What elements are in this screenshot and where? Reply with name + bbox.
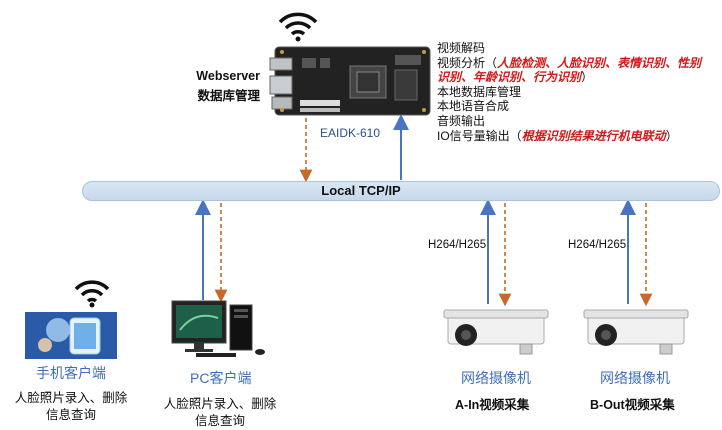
camera-b-desc: B-Out视频采集 [590,398,675,412]
server-left-label-1: Webserver [196,69,260,83]
network-bus [82,181,720,201]
feature-item: 视频解码 [437,41,486,55]
phone-client-desc: 人脸照片录入、删除 信息查询 [14,391,128,422]
camera-a-image [443,309,549,355]
pc-client-image [171,300,265,357]
wifi-icon-server [278,12,318,42]
camera-b-image [583,309,689,355]
camera-a-desc: A-In视频采集 [455,398,530,412]
camera-b-title: 网络摄像机 [600,370,670,386]
bus-label: Local TCP/IP [321,183,401,198]
server-left-label-2: 数据库管理 [197,89,260,103]
feature-item: 识别、年龄识别、行为识别） [437,70,594,85]
feature-item: 本地语音合成 [437,99,510,114]
camera-a-stream-label: H264/H265 [428,239,487,251]
pc-client-desc: 人脸照片录入、删除 信息查询 [163,397,277,428]
server-feature-list: 视频解码 视频分析（人脸检测、人脸识别、表情识别、性别 识别、年龄识别、行为识别… [437,41,722,143]
camera-a-title: 网络摄像机 [461,370,531,386]
feature-item: 音频输出 [437,113,486,128]
pc-client-title: PC客户端 [190,370,252,386]
eaidk-board-image [269,46,431,116]
feature-item: 视频分析（人脸检测、人脸识别、表情识别、性别 [437,55,702,70]
feature-item: IO信号量输出（根据识别结果进行机电联动） [437,128,678,143]
wifi-icon-phone [74,280,110,308]
camera-b-stream-label: H264/H265 [568,239,627,251]
phone-client-title: 手机客户端 [36,365,106,381]
board-name: EAIDK-610 [320,126,381,140]
feature-item: 本地数据库管理 [437,84,522,99]
phone-client-image [25,312,117,359]
